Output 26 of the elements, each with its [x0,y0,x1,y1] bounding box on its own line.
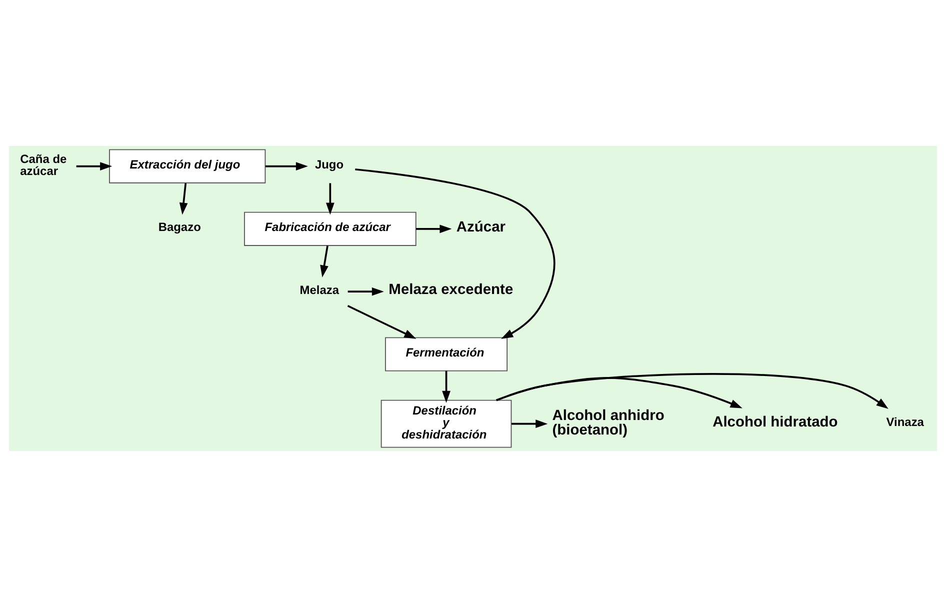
arrow [320,246,328,278]
arrow [512,420,548,428]
node-text: Jugo [314,157,344,172]
node-text: Bagazo [158,220,201,234]
node-text: Melaza [300,282,340,297]
node-box: Fermentación [385,337,508,372]
arrow [348,287,384,296]
node-text: Caña de azúcar [20,152,67,178]
arrow [76,162,112,170]
arrow [442,370,450,403]
arrow [496,377,742,408]
arrow [355,168,556,339]
arrow [416,224,452,234]
node-text: Alcohol hidratado [712,414,838,430]
arrow [347,305,416,339]
arrow [326,183,334,215]
node-text: Vinaza [886,415,924,430]
node-text: Alcohol anhidro (bioetanol) [552,408,664,439]
node-text: Melaza excedente [388,282,514,298]
arrow [179,183,188,215]
node-text: Azúcar [456,220,506,236]
node-box: Fabricación de azúcar [244,212,416,246]
node-box: Extracción del jugo [109,149,266,184]
node-box: Destilación y deshidratación [380,400,512,448]
arrow [496,373,888,409]
arrow [265,162,308,170]
